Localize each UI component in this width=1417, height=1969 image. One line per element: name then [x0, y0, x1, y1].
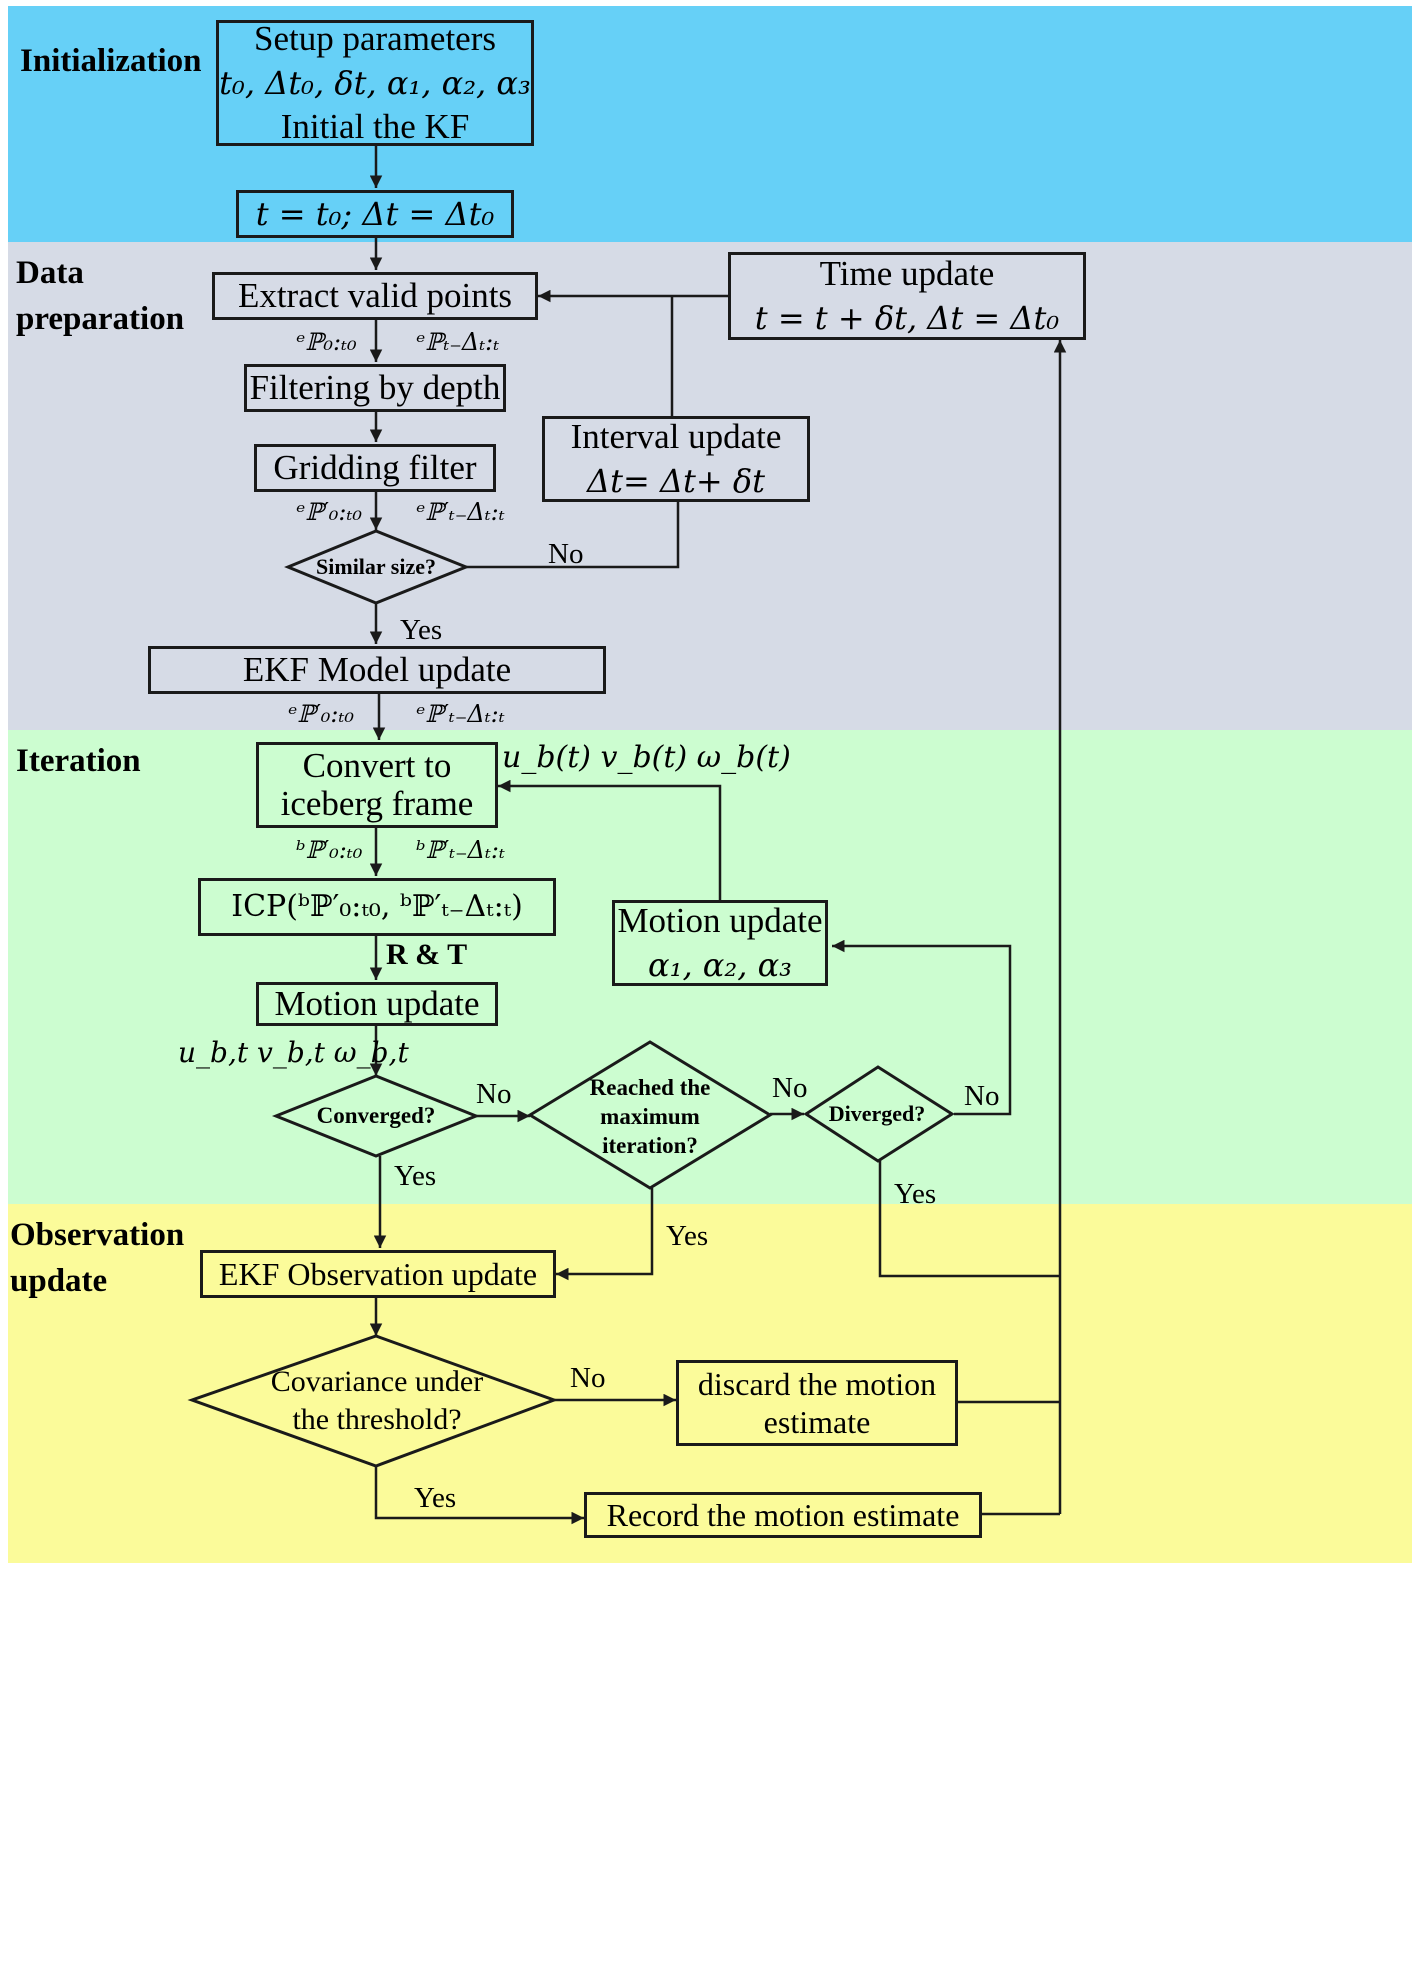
label-p-full-1: ᵉℙ₀:ₜ₀ [296, 328, 357, 356]
convert-frame-box: Convert to iceberg frame [256, 742, 498, 828]
section-label-initialization: Initialization [20, 43, 202, 79]
ekf-model-text: EKF Model update [242, 650, 512, 689]
label-b-win: ᵇℙ′ₜ₋Δₜ:ₜ [416, 836, 505, 864]
icp-box: ICP(ᵇℙ′₀:ₜ₀, ᵇℙ′ₜ₋Δₜ:ₜ) [198, 878, 556, 936]
extract-valid-points-box: Extract valid points [212, 272, 538, 320]
arrow-diverged-no [832, 939, 1012, 1116]
time-update-eq: t = t + δt, Δt = Δt₀ [754, 299, 1060, 337]
interval-update-title: Interval update [570, 417, 782, 456]
line-similar-no [466, 502, 680, 569]
label-no-converged: No [476, 1078, 512, 1110]
label-yes-similar: Yes [400, 614, 443, 646]
decision-converged: Converged? [316, 1103, 436, 1128]
label-velocities: u_b,t v_b,t ω_b,t [178, 1036, 409, 1069]
line-diverged-yes [878, 1160, 1060, 1278]
label-no-similar: No [548, 538, 584, 570]
label-no-max: No [772, 1072, 808, 1104]
label-b-full: ᵇℙ′₀:ₜ₀ [296, 836, 363, 864]
diamond-covariance [187, 1334, 559, 1468]
filtering-text: Filtering by depth [249, 368, 501, 407]
setup-parameters-box: Setup parameters t₀, Δt₀, δt, α₁, α₂, α₃… [216, 19, 534, 146]
label-p-full-3: ᵉℙ′₀:ₜ₀ [288, 700, 355, 728]
band-iteration [8, 730, 1412, 1204]
record-text: Record the motion estimate [606, 1497, 960, 1533]
decision-covariance: Covariance under the threshold? [270, 1365, 484, 1436]
ekf-obs-text: EKF Observation update [218, 1256, 538, 1292]
label-yes-converged: Yes [394, 1160, 437, 1192]
gridding-text: Gridding filter [273, 448, 477, 487]
record-estimate-box: Record the motion estimate [584, 1492, 982, 1538]
ekf-observation-update-box: EKF Observation update [200, 1250, 556, 1298]
arrow-cov-yes [374, 1466, 584, 1525]
filtering-by-depth-box: Filtering by depth [244, 364, 506, 412]
icp-text: ICP(ᵇℙ′₀:ₜ₀, ᵇℙ′ₜ₋Δₜ:ₜ) [231, 889, 523, 924]
setup-kf: Initial the KF [280, 107, 470, 146]
convert-text: Convert to iceberg frame [280, 746, 474, 823]
time-update-box: Time update t = t + δt, Δt = Δt₀ [728, 252, 1086, 340]
decision-max-iteration: Reached the maximum iteration? [589, 1074, 711, 1158]
init-time-eq: t = t₀; Δt = Δt₀ [255, 195, 495, 233]
init-time-box: t = t₀; Δt = Δt₀ [236, 190, 514, 238]
label-p-full-2: ᵉℙ′₀:ₜ₀ [296, 498, 363, 526]
label-no-cov: No [570, 1362, 606, 1394]
ekf-model-update-box: EKF Model update [148, 646, 606, 694]
time-update-title: Time update [819, 254, 995, 293]
motion-update-right-title: Motion update [617, 901, 823, 940]
motion-update-right-params: α₁, α₂, α₃ [648, 946, 792, 984]
discard-estimate-box: discard the motion estimate [676, 1360, 958, 1446]
label-p-win-2: ᵉℙ′ₜ₋Δₜ:ₜ [416, 498, 505, 526]
interval-update-eq: Δt= Δt+ δt [586, 462, 766, 500]
label-p-win-1: ᵉℙₜ₋Δₜ:ₜ [416, 328, 500, 356]
section-label-data-preparation: Data preparation [16, 255, 185, 337]
motion-update-text: Motion update [274, 984, 480, 1023]
diamond-similar-size [284, 529, 471, 605]
setup-title: Setup parameters [254, 19, 496, 58]
label-yes-cov: Yes [414, 1482, 457, 1514]
gridding-filter-box: Gridding filter [254, 444, 496, 492]
arrow-max-yes [556, 1188, 654, 1281]
diamond-converged [271, 1074, 481, 1158]
motion-update-right-box: Motion update α₁, α₂, α₃ [612, 900, 828, 986]
section-label-observation-update: Observation update [10, 1217, 185, 1299]
extract-valid-points-text: Extract valid points [237, 276, 513, 315]
label-yes-max: Yes [666, 1220, 709, 1252]
diamond-max-iteration [527, 1040, 773, 1190]
label-velocities-t: u_b(t) v_b(t) ω_b(t) [502, 740, 791, 775]
diamond-diverged [803, 1065, 955, 1163]
motion-update-box: Motion update [256, 982, 498, 1026]
section-label-iteration: Iteration [16, 743, 141, 779]
setup-params: t₀, Δt₀, δt, α₁, α₂, α₃ [219, 64, 531, 102]
arrow-motionright-to-convert [498, 779, 722, 900]
discard-text: discard the motion estimate [697, 1366, 937, 1440]
decision-similar-size: Similar size? [316, 554, 436, 579]
label-no-diverged: No [964, 1080, 1000, 1112]
label-p-win-3: ᵉℙ′ₜ₋Δₜ:ₜ [416, 700, 505, 728]
decision-diverged: Diverged? [828, 1101, 926, 1126]
interval-update-box: Interval update Δt= Δt+ δt [542, 416, 810, 502]
label-r-and-t: R & T [386, 938, 468, 971]
label-yes-diverged: Yes [894, 1178, 937, 1210]
